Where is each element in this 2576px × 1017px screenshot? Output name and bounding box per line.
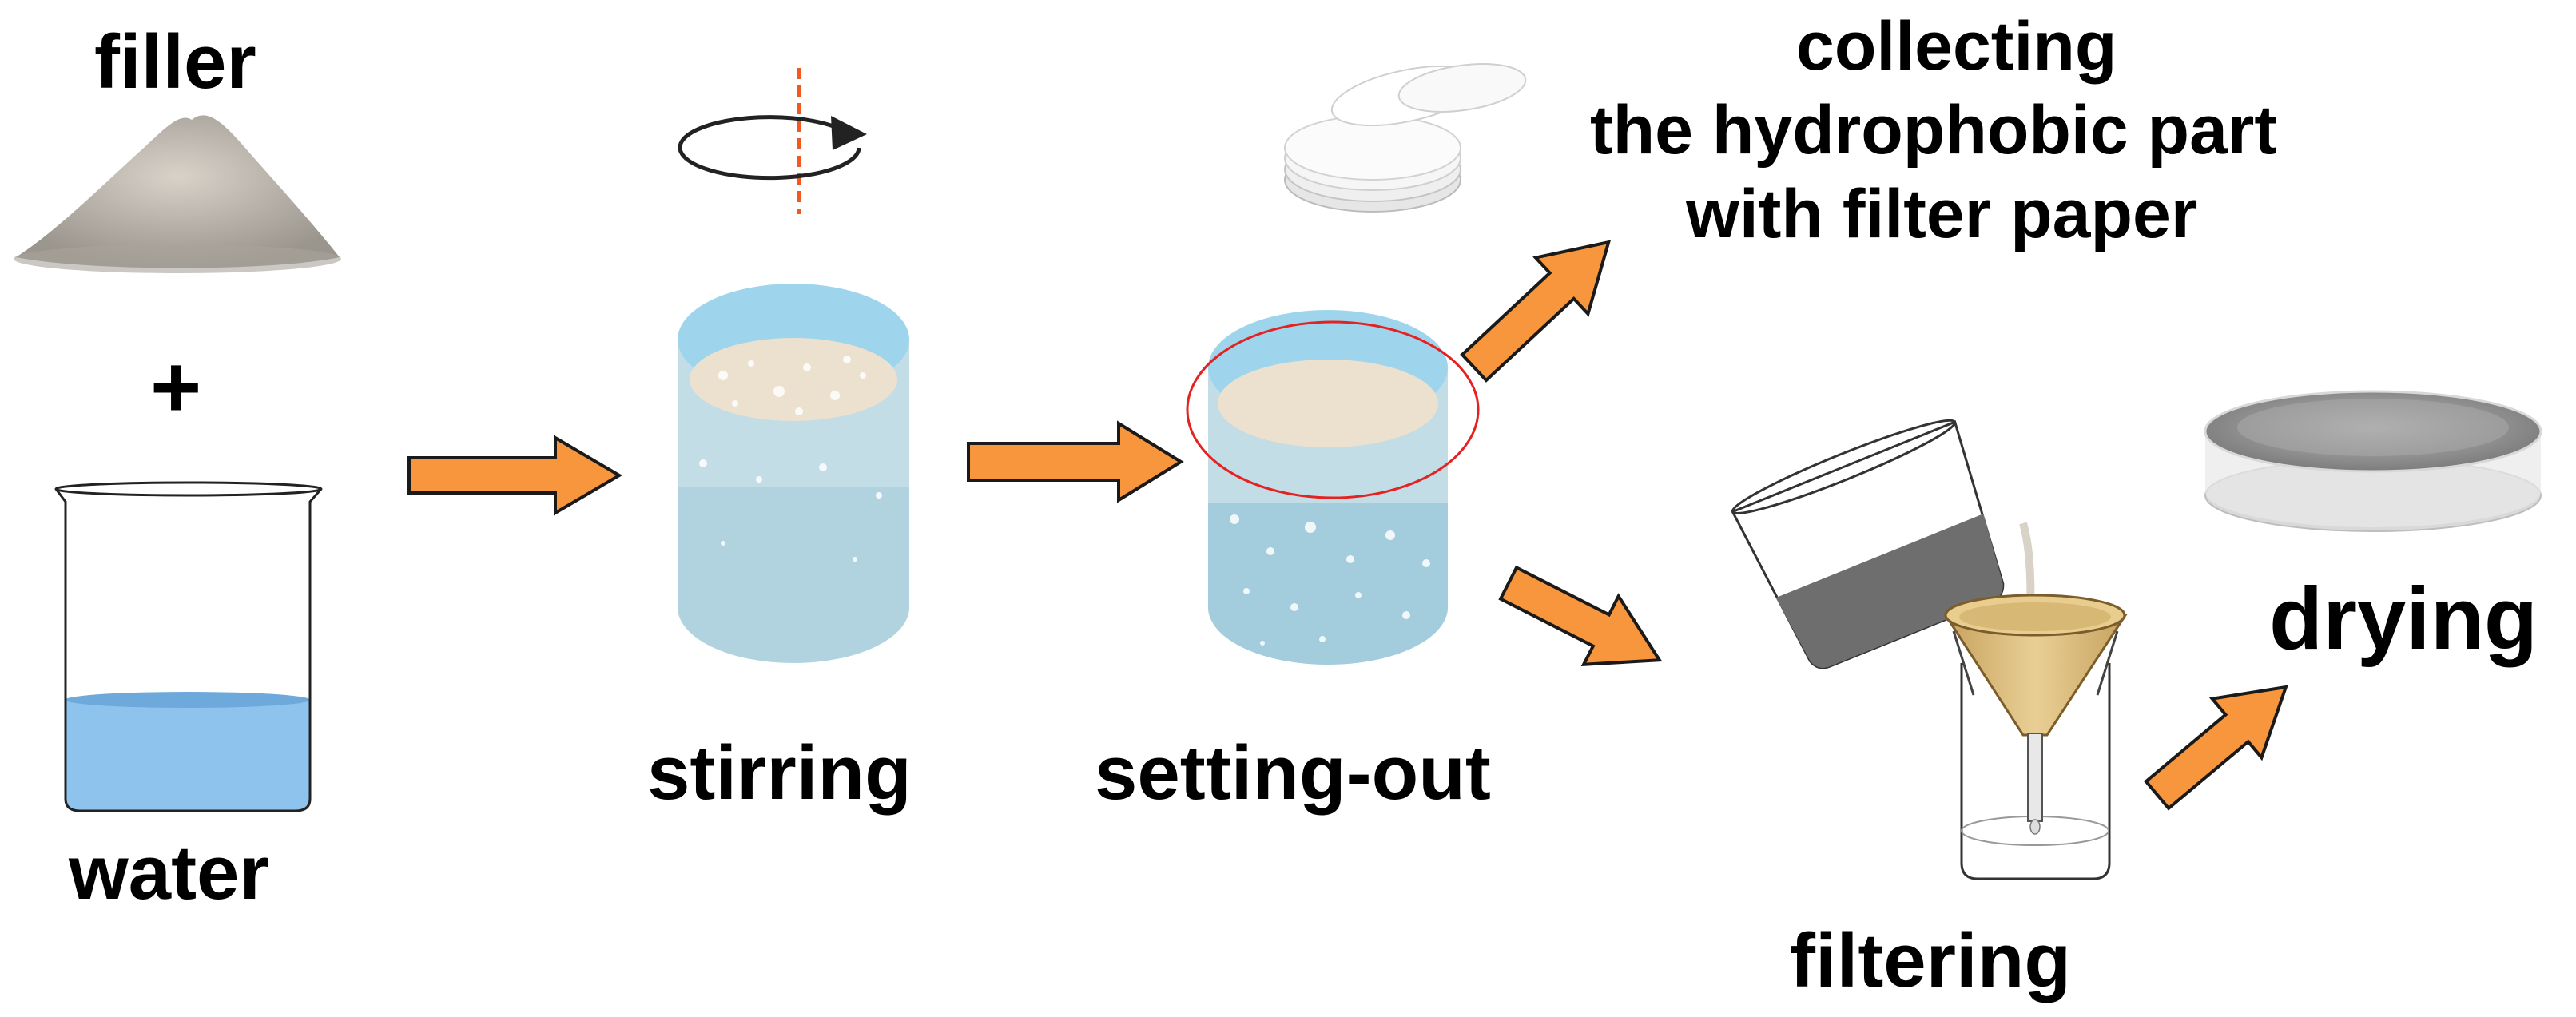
arrow-to-stirring-icon [407,435,622,516]
filter-paper-icon [1284,63,1527,213]
water-beaker-icon [54,481,323,812]
rotation-icon [678,68,867,214]
arrow-to-drying-icon [2144,685,2288,811]
setting-out-label: setting-out [1095,730,1491,816]
arrow-to-collecting-icon [1460,240,1612,383]
water-label: water [69,830,269,916]
drying-label: drying [2269,570,2538,668]
arrow-to-setting-out-icon [967,420,1184,503]
filtering-label: filtering [1790,918,2071,1003]
setting-out-cylinder-icon [1186,310,1480,665]
stirring-label: stirring [647,730,912,816]
stirring-cylinder-icon [678,284,909,663]
filler-label: filler [94,19,256,105]
collecting-label-line3: with filter paper [1686,176,2198,252]
highlight-circle [1186,320,1480,499]
collecting-label-line2: the hydrophobic part [1590,92,2277,169]
filtering-apparatus-icon [1731,419,2128,880]
plus-sign: + [150,338,202,436]
arrow-to-filtering-icon [1498,565,1663,666]
collecting-label-line1: collecting [1796,8,2117,85]
filler-powder-icon [14,115,341,273]
dried-powder-dish-icon [2204,390,2542,532]
